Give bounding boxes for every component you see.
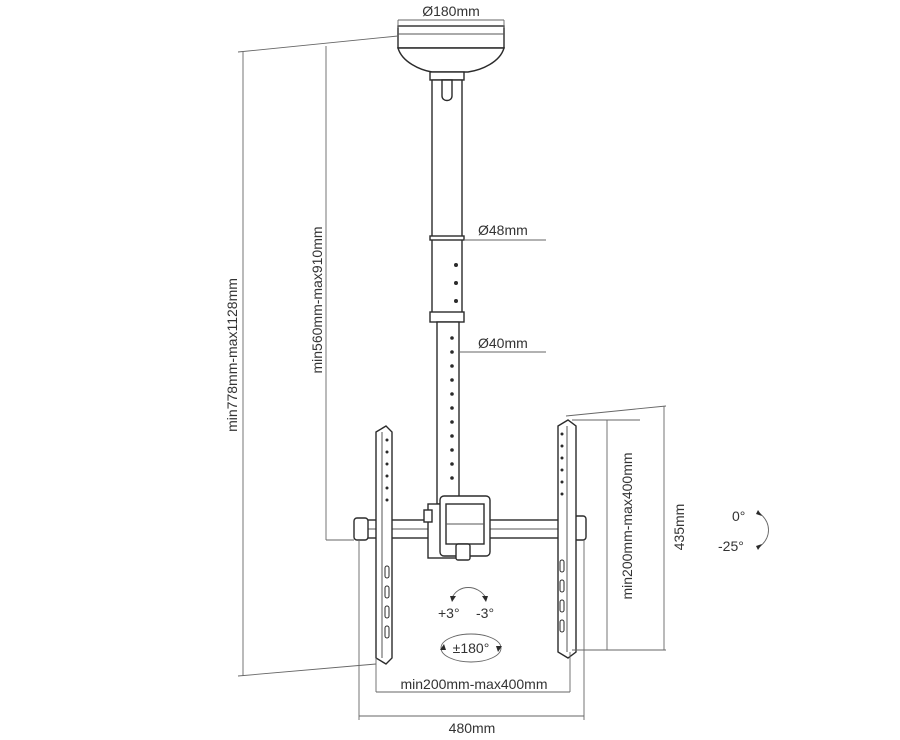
tilt-swivel-block bbox=[423, 495, 491, 561]
ceiling-plate bbox=[397, 25, 505, 73]
arm-height-label: 435mm bbox=[671, 504, 687, 551]
tilt-bottom-label: -25° bbox=[718, 538, 744, 554]
overall-height-label: min778mm-max1128mm bbox=[224, 278, 240, 432]
pole-height-label: min560mm-max910mm bbox=[309, 226, 325, 373]
dimension-lines bbox=[237, 19, 667, 720]
right-vesa-bracket bbox=[557, 419, 577, 659]
upper-pole bbox=[429, 71, 465, 323]
vesa-horizontal-label: min200mm-max400mm bbox=[400, 676, 547, 692]
level-right-label: -3° bbox=[476, 605, 494, 621]
tilt-arrow-icon bbox=[756, 510, 769, 550]
left-vesa-bracket bbox=[375, 425, 393, 665]
upper-pole-diameter-label: Ø48mm bbox=[478, 222, 528, 238]
overall-width-label: 480mm bbox=[449, 720, 496, 736]
vesa-vertical-label: min200mm-max400mm bbox=[619, 452, 635, 599]
lower-pole-diameter-label: Ø40mm bbox=[478, 335, 528, 351]
lower-pole bbox=[436, 321, 460, 505]
swivel-arrow-icon bbox=[440, 633, 502, 663]
level-left-label: +3° bbox=[438, 605, 460, 621]
tilt-top-label: 0° bbox=[732, 508, 745, 524]
plate-diameter-label: Ø180mm bbox=[422, 3, 480, 19]
level-arrow-icon bbox=[450, 587, 488, 602]
swivel-label: ±180° bbox=[453, 640, 490, 656]
